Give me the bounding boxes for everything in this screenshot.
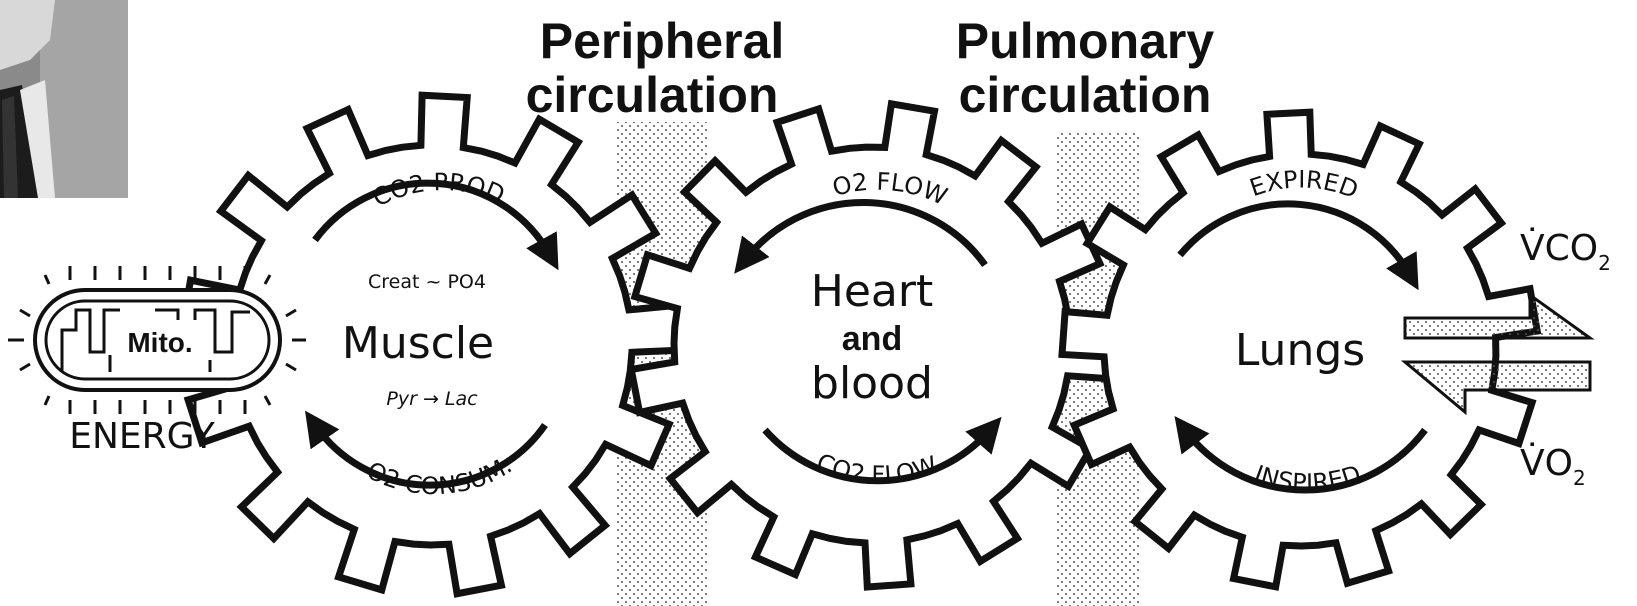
vo2-label: V̇O2 xyxy=(1520,442,1586,490)
muscle-top-sub-label: Creat ~ PO4 xyxy=(368,271,486,293)
heart-line1-label: Heart xyxy=(811,266,933,317)
muscle-bottom-sub-label: Pyr → Lac xyxy=(386,388,478,410)
mito-label: Mito. xyxy=(127,327,192,358)
portrait-photo-fragment xyxy=(0,0,128,198)
peripheral-header-line2: circulation xyxy=(526,67,779,123)
vco2-label: V̇CO2 xyxy=(1520,227,1611,275)
muscle-center-label: Muscle xyxy=(342,318,494,369)
pulmonary-header-line2: circulation xyxy=(959,67,1212,123)
lungs-center-label: Lungs xyxy=(1235,325,1365,376)
heart-line3-label: blood xyxy=(811,358,933,409)
heart-line2-label: and xyxy=(842,320,902,358)
pulmonary-header-line1: Pulmonary xyxy=(956,13,1215,69)
energy-label: ENERGY xyxy=(69,416,216,457)
peripheral-header-line1: Peripheral xyxy=(540,13,785,69)
